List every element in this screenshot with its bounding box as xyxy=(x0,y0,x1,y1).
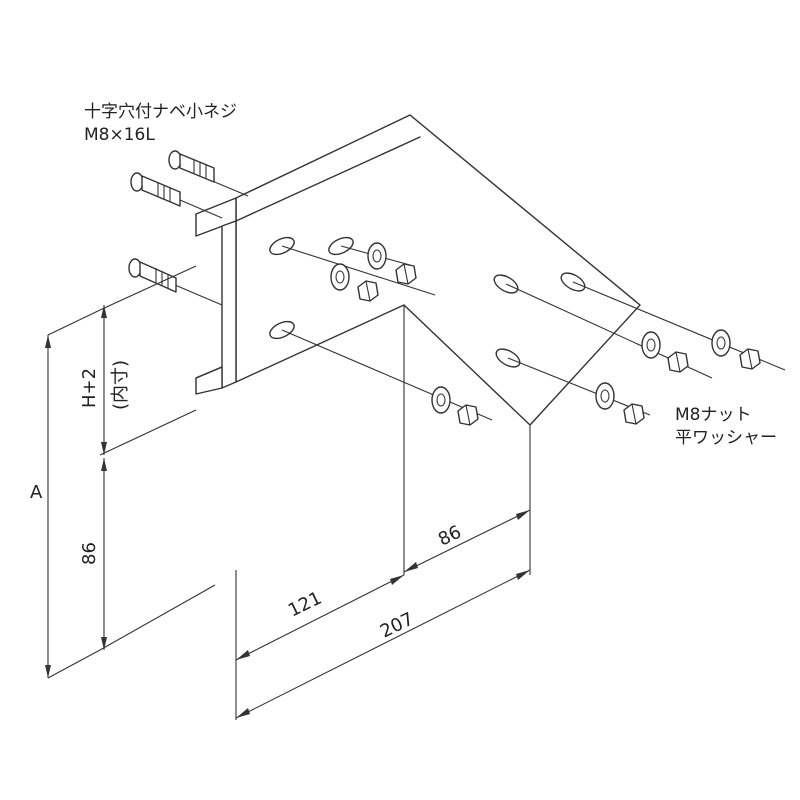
nut-2 xyxy=(357,280,379,302)
washers xyxy=(330,242,731,414)
hex-nuts xyxy=(357,263,761,426)
washer-2 xyxy=(330,263,350,291)
pan-head-screw-2 xyxy=(130,172,181,207)
dim-lower-86-label: 86 xyxy=(79,542,100,565)
dim-inner-label: (内寸) xyxy=(110,360,131,410)
nut-1 xyxy=(395,263,417,285)
nut-3 xyxy=(457,404,479,426)
washer-4 xyxy=(641,331,661,359)
nut-6 xyxy=(623,403,645,425)
screw-size-label: M8×16L xyxy=(84,125,155,145)
washer-5 xyxy=(711,329,731,357)
washer-1 xyxy=(367,242,387,270)
washer-name-label: 平ワッシャー xyxy=(675,428,777,448)
washer-6 xyxy=(595,382,615,410)
dimension-lines xyxy=(45,265,531,720)
nut-5 xyxy=(739,348,761,370)
pan-head-screw-1 xyxy=(168,150,215,183)
washer-3 xyxy=(431,386,451,414)
pan-head-screw-3 xyxy=(128,258,177,293)
screw-name-label: 十字穴付ナベ小ネジ xyxy=(84,102,237,122)
dim-a-label: A xyxy=(30,482,43,503)
nut-4 xyxy=(667,351,689,373)
nut-name-label: M8ナット xyxy=(675,405,751,425)
dim-right-86-label: 86 xyxy=(435,522,465,551)
bracket-plate xyxy=(195,114,641,575)
dim-121-label: 121 xyxy=(285,588,325,622)
dim-h-plus-2-label: H+2 xyxy=(79,368,100,408)
